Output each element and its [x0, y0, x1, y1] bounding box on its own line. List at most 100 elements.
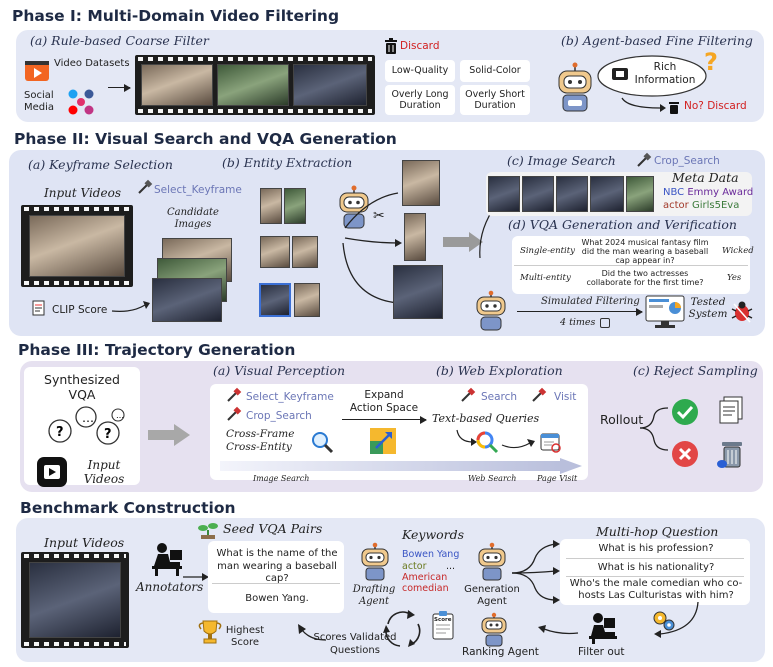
monitor-icon	[645, 295, 685, 329]
arrow	[500, 436, 536, 450]
svg-text:…: …	[82, 411, 94, 425]
trash-icon	[668, 99, 680, 114]
select-keyframe-tool: Select_Keyframe	[246, 391, 334, 403]
entity-crop	[292, 236, 318, 268]
branch-arrows	[510, 538, 560, 608]
timeline-image-search: Image Search	[253, 474, 310, 483]
video-frame	[217, 64, 289, 106]
keywords-label: Keywords	[402, 527, 465, 542]
input-videos-label: Input Videos	[83, 458, 125, 487]
simulated-filtering-label: Simulated Filtering	[541, 296, 640, 307]
rich-information-label: Rich Information	[634, 61, 696, 86]
meta-data-title: Meta Data	[672, 170, 739, 185]
magnifier-icon	[310, 430, 334, 454]
trash-icon	[384, 38, 398, 54]
timeline-page-visit: Page Visit	[537, 474, 578, 483]
video-play-icon	[25, 60, 49, 82]
bug-icon	[730, 300, 754, 324]
clip-score-label: CLIP Score	[52, 304, 108, 316]
criterion-short-duration: Overly Short Duration	[460, 85, 530, 115]
entity-result	[402, 160, 440, 206]
arrow	[620, 96, 666, 112]
criterion-solid-color: Solid-Color	[460, 60, 530, 82]
image-search-label: (c) Image Search	[507, 153, 616, 168]
meta-actor: actor	[663, 200, 689, 211]
bench-title: Benchmark Construction	[20, 499, 236, 517]
arrow	[290, 620, 340, 644]
video-frame	[29, 215, 125, 277]
entity-crop	[284, 188, 306, 224]
keyframe-selection-label: (a) Keyframe Selection	[28, 157, 173, 172]
seed-vqa-card	[208, 541, 344, 613]
search-result-image	[488, 176, 520, 212]
expand-icon	[370, 428, 396, 454]
gears-icon	[652, 610, 676, 632]
meta-nbc: NBC	[663, 187, 685, 198]
vqa-row-question: What 2024 musical fantasy film did the m…	[581, 238, 709, 266]
video-frame	[29, 562, 121, 638]
question-mark-icon: ?	[704, 48, 718, 76]
entity-result	[393, 265, 443, 319]
text-queries-label: Text-based Queries	[432, 412, 540, 425]
scores-label: Scores Validated Questions	[313, 632, 397, 656]
thought-bubble	[597, 55, 707, 97]
hammer-icon	[226, 406, 242, 421]
times-label: 4 times	[560, 317, 596, 328]
arrow	[536, 622, 580, 636]
arrow	[342, 414, 427, 426]
robot-agent-icon	[478, 612, 510, 652]
multi-hop-label: Multi-hop Question	[596, 524, 719, 539]
timeline-web-search: Web Search	[468, 474, 517, 483]
webpage-icon	[540, 432, 562, 454]
highest-score-label: Highest Score	[225, 625, 265, 648]
score-sheet-label: Score	[434, 617, 452, 623]
film-icon	[612, 66, 628, 82]
input-videos-label: Input Videos	[44, 535, 125, 550]
cross-icon	[671, 440, 699, 468]
hammer-icon	[226, 387, 242, 402]
candidate-image	[152, 278, 222, 322]
video-film-strip	[135, 55, 375, 115]
gray-big-arrow	[443, 232, 483, 252]
robot-agent-icon	[553, 62, 597, 118]
svg-text:?: ?	[104, 427, 112, 442]
entity-crop	[259, 283, 291, 317]
search-result-image	[522, 176, 554, 212]
annotators-label: Annotators	[136, 580, 204, 594]
video-frame	[293, 64, 367, 106]
entity-crop	[260, 188, 282, 224]
vqa-row-answer: Yes	[727, 273, 742, 283]
crop-search-tool: Crop_Search	[654, 155, 720, 167]
synthesized-vqa-label: Synthesized VQA	[44, 372, 120, 402]
clip-score-icon	[32, 300, 46, 316]
agent-filter-label: (b) Agent-based Fine Filtering	[561, 33, 753, 48]
keyword-actor: actor	[402, 561, 427, 572]
visit-tool: Visit	[554, 391, 577, 403]
robot-agent-icon	[358, 542, 392, 586]
hammer-icon	[531, 387, 547, 402]
video-icon	[37, 457, 67, 487]
vqa-row-type: Multi-entity	[520, 273, 571, 283]
robot-agent-icon	[335, 185, 373, 235]
vqa-generation-label: (d) VQA Generation and Verification	[508, 217, 737, 232]
entity-extraction-label: (b) Entity Extraction	[222, 155, 353, 170]
meta-emmy: Emmy Award	[687, 187, 754, 198]
vqa-row-question: Did the two actresses collaborate for th…	[586, 269, 704, 288]
arrow	[111, 300, 152, 314]
divider	[212, 583, 340, 584]
keyword-bowen-yang: Bowen Yang	[402, 549, 460, 560]
meta-line-1: NBC Emmy Award	[663, 187, 753, 198]
arrow	[455, 428, 479, 448]
visual-perception-label: (a) Visual Perception	[213, 363, 346, 378]
arrow	[108, 82, 131, 94]
divider	[514, 265, 748, 266]
select-keyframe-tool: Select_Keyframe	[154, 184, 242, 196]
phase3-title: Phase III: Trajectory Generation	[18, 341, 296, 359]
discard-label: Discard	[400, 40, 440, 52]
divider	[566, 558, 744, 559]
image-search-results	[486, 172, 752, 216]
trash-bin-icon	[716, 438, 746, 470]
multi-hop-card	[560, 539, 750, 605]
keyword-ellipsis: ...	[446, 561, 456, 572]
rule-filter-label: (a) Rule-based Coarse Filter	[30, 33, 209, 48]
